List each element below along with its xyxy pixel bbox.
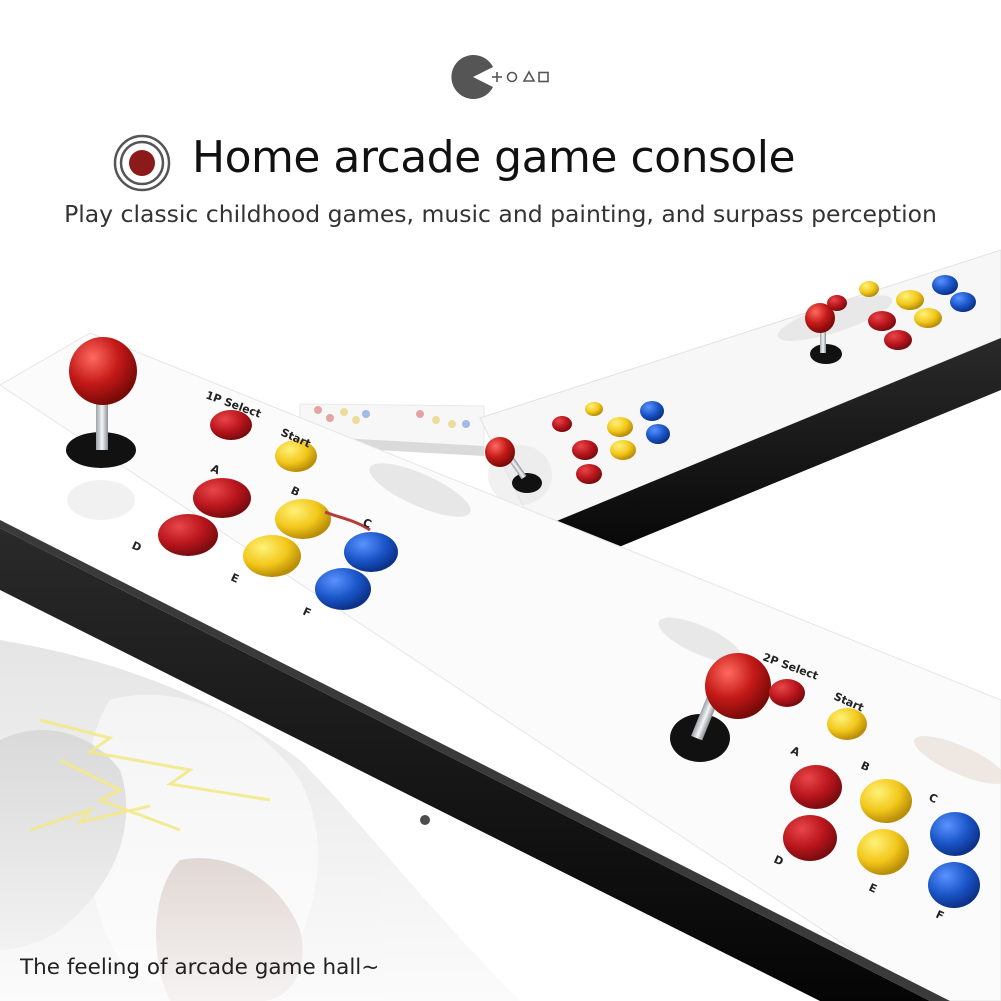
p2-button-d <box>783 815 837 861</box>
front-p2-buttons <box>769 679 980 908</box>
front-p1-buttons <box>158 410 398 610</box>
p1-button-d <box>158 514 218 556</box>
p1-button-e <box>243 535 301 577</box>
p1-select-button <box>210 410 252 440</box>
p1-button-b <box>275 499 331 539</box>
screw-hole <box>420 815 430 825</box>
page-title: Home arcade game console <box>192 132 796 183</box>
p1-label-d: D <box>130 539 144 555</box>
lightning-decoration <box>29 718 271 832</box>
headline: Home arcade game console <box>112 128 872 198</box>
p1-label-e: E <box>229 571 241 586</box>
back-p2-joystick <box>805 303 842 364</box>
front-console: 1P Select Start A B C D E F <box>0 332 1001 1001</box>
back-console <box>479 249 1001 575</box>
back-p1-buttons <box>552 401 670 484</box>
footer-tagline: The feeling of arcade game hall~ <box>20 955 380 980</box>
p2-button-e <box>857 829 909 875</box>
page-subtitle: Play classic childhood games, music and … <box>64 200 937 228</box>
p1-button-c <box>344 532 398 572</box>
p2-start-button <box>827 708 867 740</box>
pacman-shapes-logo <box>451 55 549 99</box>
p2-button-f <box>928 862 980 908</box>
front-p1-joystick <box>66 337 137 520</box>
target-icon <box>113 134 171 192</box>
p2-button-b <box>860 779 912 823</box>
p1-button-a <box>193 478 251 518</box>
back-p2-buttons <box>827 275 976 350</box>
p2-button-a <box>790 765 842 809</box>
p2-button-c <box>930 812 980 856</box>
p2-select-button <box>769 679 805 707</box>
p1-button-f <box>315 568 371 610</box>
front-p2-joystick <box>670 653 771 762</box>
p1-label-f: F <box>301 605 313 620</box>
back-p1-joystick <box>485 437 542 493</box>
p1-start-button <box>275 440 317 472</box>
